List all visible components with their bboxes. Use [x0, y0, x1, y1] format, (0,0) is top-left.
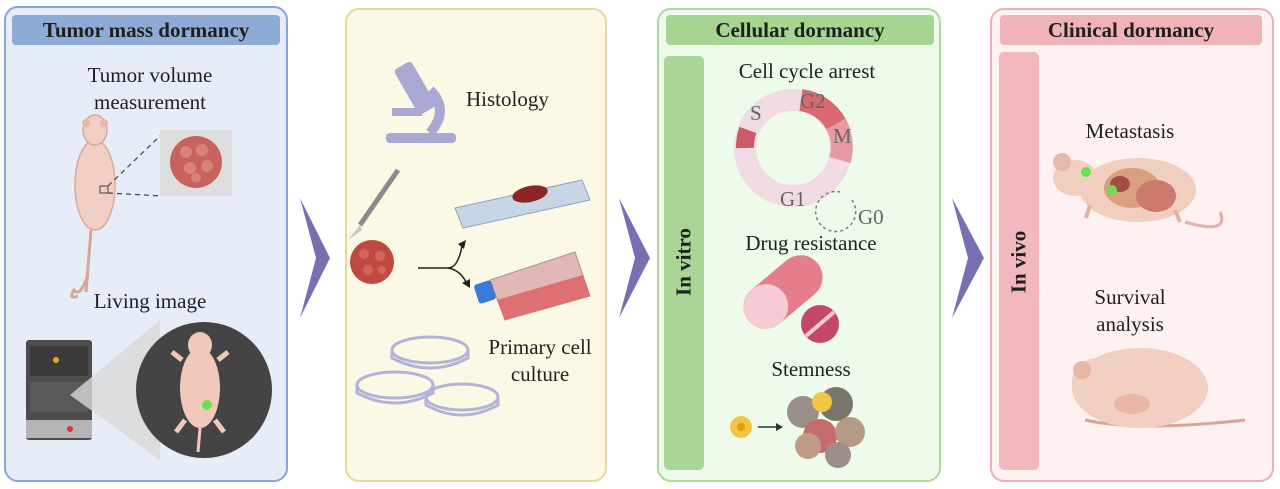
capsule-pill-icon: [743, 255, 839, 343]
stem-cell-icon: [730, 387, 865, 468]
in-vitro-bar: [664, 56, 704, 470]
imaging-system-icon: [26, 340, 92, 440]
cell-cycle-diagram: [734, 89, 857, 233]
phase-g1-label: G1: [780, 187, 806, 211]
cell-culture-flask-icon: [474, 251, 591, 321]
chevron-arrow-icon: [619, 198, 650, 318]
stemness-label: Stemness: [771, 357, 851, 381]
primary-cell-culture-line2: culture: [510, 362, 570, 387]
survival-analysis-line2: analysis: [1096, 312, 1164, 337]
survival-analysis-line1: Survival: [1094, 285, 1166, 309]
drug-resistance-label: Drug resistance: [745, 231, 877, 255]
tumor-volume-label-line1: Tumor volume: [87, 63, 213, 87]
tumor-mass-dormancy-title: Tumor mass dormancy: [12, 15, 280, 45]
clinical-dormancy-title: Clinical dormancy: [1000, 15, 1262, 45]
living-image-label: Living image: [93, 289, 207, 313]
primary-cell-culture-line1: Primary cell: [488, 335, 592, 359]
petri-dish-icon: [355, 335, 500, 417]
cellular-dormancy-title: Cellular dormancy: [666, 15, 934, 45]
chevron-arrow-icon: [300, 198, 330, 318]
phase-s-label: S: [750, 101, 762, 125]
tumor-volume-label-line2: measurement: [94, 90, 206, 115]
in-vivo-bar: [999, 52, 1039, 470]
chevron-arrow-icon: [952, 198, 984, 318]
mouse-imaging-icon: [170, 332, 230, 453]
histology-label: Histology: [466, 87, 549, 111]
tumor-sample-icon: [350, 240, 394, 284]
metastasis-label: Metastasis: [1085, 119, 1175, 143]
scalpel-icon: [348, 168, 401, 240]
survival-analysis-label: Survival analysis: [1060, 284, 1200, 339]
phase-g2-label: G2: [800, 89, 826, 113]
microscope-slide-icon: [454, 179, 591, 229]
phase-g0-label: G0: [858, 205, 884, 229]
primary-cell-culture-label: Primary cell culture: [470, 334, 610, 389]
cell-cycle-arrest-label: Cell cycle arrest: [738, 59, 876, 83]
mouse-top-view-icon: [70, 114, 116, 299]
cellular-dormancy-panel: [657, 8, 941, 482]
phase-m-label: M: [833, 124, 852, 148]
tumor-mass-icon: [170, 136, 222, 188]
microscope-icon: [386, 61, 456, 143]
sleeping-mouse-icon: [1072, 348, 1246, 428]
mouse-anatomy-icon: [1053, 153, 1224, 229]
tumor-volume-label: Tumor volume measurement: [52, 62, 248, 117]
